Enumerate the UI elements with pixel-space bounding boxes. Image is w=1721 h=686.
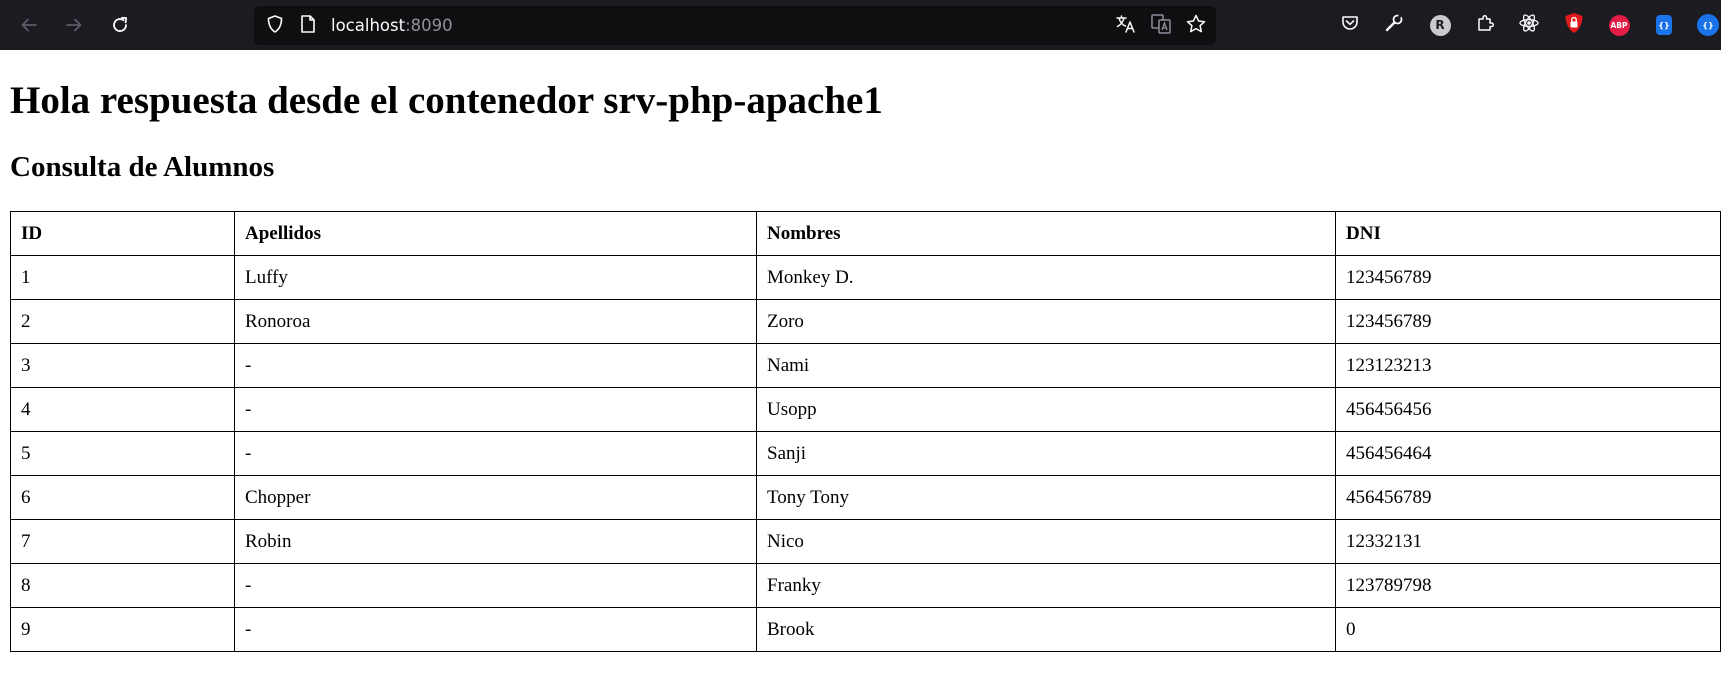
cell-id: 2 <box>10 299 235 344</box>
pocket-button[interactable] <box>1337 12 1363 38</box>
react-icon <box>1518 12 1540 38</box>
cell-nombres: Zoro <box>756 299 1336 344</box>
table-row: 2 Ronoroa Zoro 123456789 <box>10 299 1721 344</box>
forward-button[interactable] <box>58 9 90 41</box>
header-dni: DNI <box>1335 211 1721 256</box>
page-content: Hola respuesta desde el contenedor srv-p… <box>0 50 1721 686</box>
cell-dni: 456456456 <box>1335 387 1721 432</box>
table-row: 7 Robin Nico 12332131 <box>10 519 1721 564</box>
tools-button[interactable] <box>1381 12 1407 38</box>
cell-nombres: Usopp <box>756 387 1336 432</box>
header-apellidos: Apellidos <box>234 211 757 256</box>
cell-nombres: Nico <box>756 519 1336 564</box>
table-row: 5 - Sanji 456456464 <box>10 431 1721 476</box>
table-row: 6 Chopper Tony Tony 456456789 <box>10 475 1721 520</box>
cell-nombres: Brook <box>756 607 1336 652</box>
reload-button[interactable] <box>104 9 136 41</box>
header-id: ID <box>10 211 235 256</box>
header-nombres: Nombres <box>756 211 1336 256</box>
cell-id: 5 <box>10 431 235 476</box>
browser-toolbar: localhost:8090 R <box>0 0 1721 50</box>
url-text[interactable]: localhost:8090 <box>331 6 453 45</box>
back-button[interactable] <box>13 9 45 41</box>
extension-r-icon: R <box>1429 14 1451 36</box>
url-host: localhost <box>331 16 406 35</box>
translate-icon <box>1115 13 1137 39</box>
cell-dni: 12332131 <box>1335 519 1721 564</box>
page-title: Hola respuesta desde el contenedor srv-p… <box>10 79 883 122</box>
table-header-row: ID Apellidos Nombres DNI <box>10 211 1721 256</box>
cell-nombres: Monkey D. <box>756 255 1336 300</box>
adblock-plus-button[interactable]: ABP <box>1606 12 1632 38</box>
cell-nombres: Franky <box>756 563 1336 608</box>
page-icon <box>299 14 317 38</box>
wrench-icon <box>1384 12 1404 37</box>
cell-id: 1 <box>10 255 235 300</box>
cell-dni: 123789798 <box>1335 563 1721 608</box>
url-bar[interactable]: localhost:8090 <box>254 6 1216 45</box>
cell-nombres: Tony Tony <box>756 475 1336 520</box>
cell-nombres: Sanji <box>756 431 1336 476</box>
extensions-button[interactable] <box>1472 12 1498 38</box>
json-viewer-icon: {} <box>1697 14 1719 36</box>
cell-apellidos: - <box>234 563 757 608</box>
react-devtools-button[interactable] <box>1516 12 1542 38</box>
arrow-left-icon <box>19 15 39 35</box>
cell-apellidos: Robin <box>234 519 757 564</box>
tracking-protection-button[interactable] <box>263 14 287 38</box>
pocket-icon <box>1340 13 1360 37</box>
extension-overflow-button[interactable]: {} <box>1695 12 1721 38</box>
arrow-right-icon <box>64 15 84 35</box>
cell-apellidos: Chopper <box>234 475 757 520</box>
cell-dni: 123456789 <box>1335 299 1721 344</box>
star-icon <box>1185 13 1207 39</box>
table-row: 1 Luffy Monkey D. 123456789 <box>10 255 1721 300</box>
json-icon: {} <box>1656 15 1672 35</box>
shield-icon <box>265 14 285 38</box>
cell-dni: 123123213 <box>1335 343 1721 388</box>
cell-apellidos: - <box>234 607 757 652</box>
cell-id: 6 <box>10 475 235 520</box>
cell-dni: 456456789 <box>1335 475 1721 520</box>
cell-id: 8 <box>10 563 235 608</box>
cell-apellidos: - <box>234 431 757 476</box>
bookmark-button[interactable] <box>1184 14 1208 38</box>
cell-apellidos: - <box>234 343 757 388</box>
cell-dni: 0 <box>1335 607 1721 652</box>
table-row: 9 - Brook 0 <box>10 607 1721 652</box>
puzzle-icon <box>1475 13 1495 37</box>
cell-id: 9 <box>10 607 235 652</box>
translate-button[interactable] <box>1114 14 1138 38</box>
page-subtitle: Consulta de Alumnos <box>10 151 275 183</box>
students-table: ID Apellidos Nombres DNI 1 Luffy Monkey … <box>10 211 1721 652</box>
cell-dni: 456456464 <box>1335 431 1721 476</box>
extension-r-button[interactable]: R <box>1427 12 1453 38</box>
ublock-shield-icon <box>1564 12 1584 38</box>
translate-page-icon <box>1150 13 1172 39</box>
cell-dni: 123456789 <box>1335 255 1721 300</box>
translate-page-button[interactable] <box>1149 14 1173 38</box>
url-port: :8090 <box>405 16 453 35</box>
ublock-button[interactable] <box>1561 12 1587 38</box>
table-row: 3 - Nami 123123213 <box>10 343 1721 388</box>
json-extension-button[interactable]: {} <box>1651 12 1677 38</box>
cell-apellidos: Luffy <box>234 255 757 300</box>
cell-id: 3 <box>10 343 235 388</box>
cell-id: 4 <box>10 387 235 432</box>
cell-apellidos: Ronoroa <box>234 299 757 344</box>
cell-nombres: Nami <box>756 343 1336 388</box>
table-row: 8 - Franky 123789798 <box>10 563 1721 608</box>
reload-icon <box>110 15 130 35</box>
abp-icon: ABP <box>1608 14 1630 36</box>
cell-apellidos: - <box>234 387 757 432</box>
site-info-button[interactable] <box>296 14 320 38</box>
table-row: 4 - Usopp 456456456 <box>10 387 1721 432</box>
cell-id: 7 <box>10 519 235 564</box>
